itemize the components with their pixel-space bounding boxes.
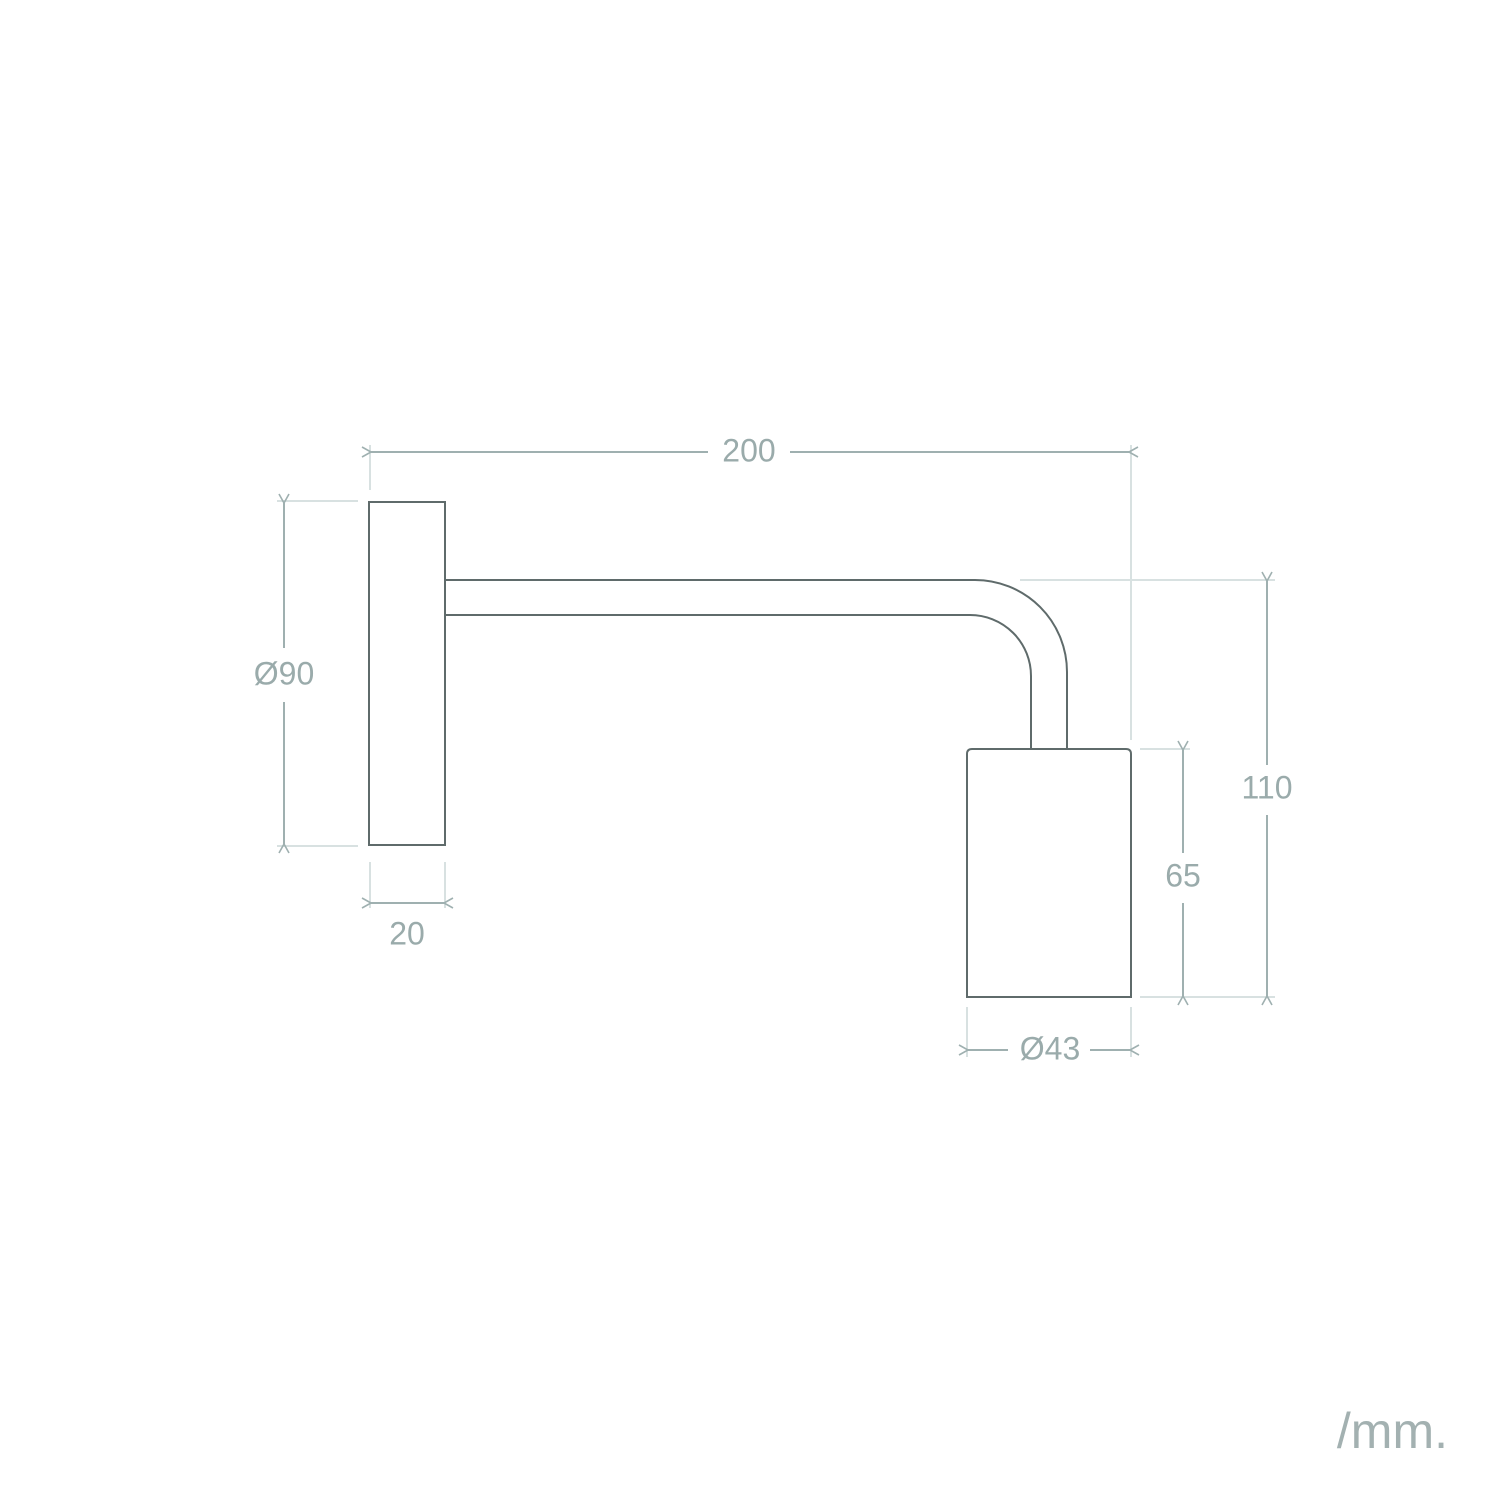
- socket-height-label: 65: [1165, 857, 1201, 893]
- unit-label: /mm.: [1337, 1403, 1448, 1459]
- arm-outer-edge: [445, 579, 1068, 749]
- plate-depth-label: 20: [389, 915, 425, 951]
- total-height-label: 110: [1241, 769, 1292, 805]
- lamp-socket: [966, 748, 1132, 998]
- wall-plate: [368, 501, 446, 846]
- total-length-label: 200: [722, 432, 775, 468]
- arm-inner-edge: [445, 614, 1032, 749]
- extension-lines: [277, 445, 1275, 1057]
- plate-diameter-label: Ø90: [254, 655, 314, 691]
- socket-diameter-label: Ø43: [1020, 1030, 1080, 1066]
